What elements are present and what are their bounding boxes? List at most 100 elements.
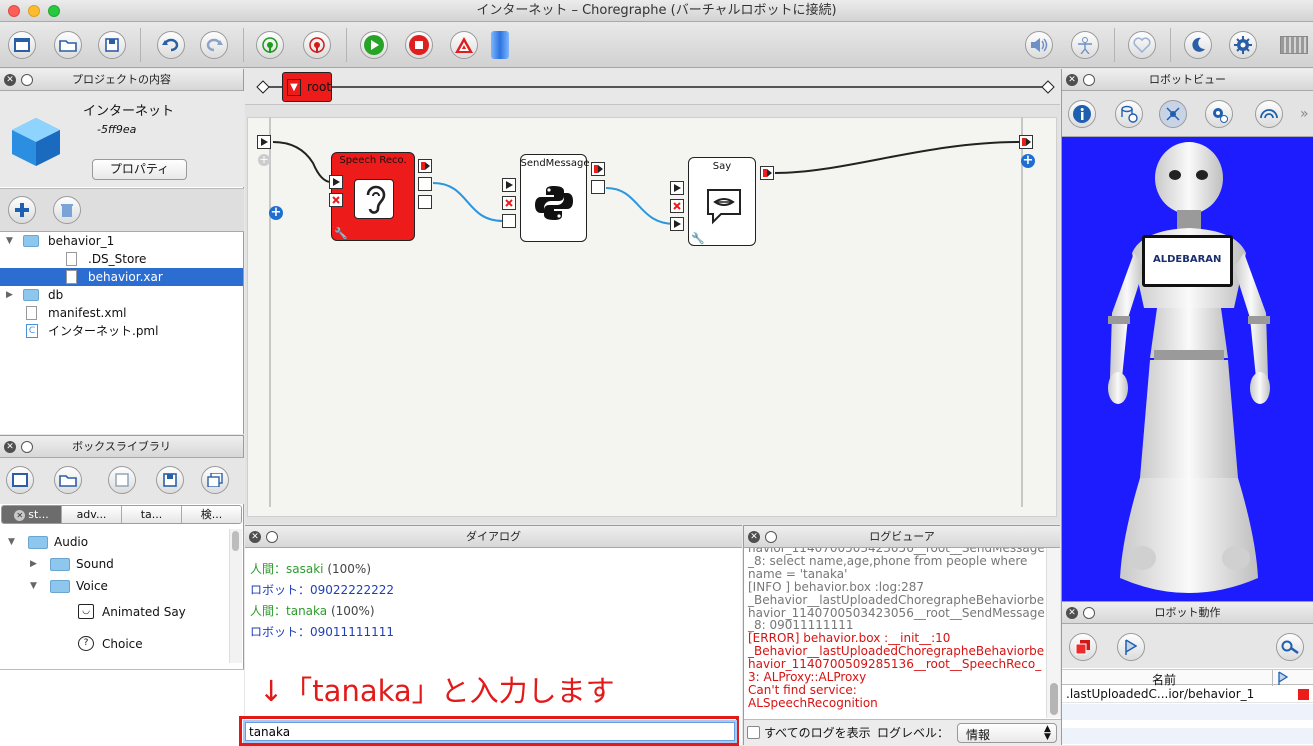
minimize-window-button[interactable] <box>28 5 40 17</box>
send-output-port[interactable] <box>591 180 605 194</box>
behavior-row[interactable]: .lastUploadedC...ior/behavior_1 <box>1062 686 1313 703</box>
add-output-port-icon[interactable]: + <box>1021 153 1035 168</box>
library-scrollbar[interactable] <box>229 529 242 663</box>
project-tree-item[interactable]: ▼behavior_1 <box>0 232 243 250</box>
name-column-header[interactable]: 名前 <box>1152 673 1177 687</box>
trash-icon[interactable] <box>53 196 81 224</box>
close-panel-icon[interactable]: ✕ <box>748 531 760 543</box>
say-box[interactable]: Say 🔧 <box>688 157 756 246</box>
save-as-library-icon[interactable] <box>156 466 184 494</box>
motion-icon[interactable] <box>1071 31 1099 59</box>
save-library-icon[interactable] <box>108 466 136 494</box>
properties-button[interactable]: プロパティ <box>92 159 187 180</box>
project-tree-item[interactable]: manifest.xml <box>0 304 243 322</box>
speech-reco-box[interactable]: Speech Reco. 🔧 <box>331 152 415 241</box>
new-library-icon[interactable] <box>6 466 34 494</box>
speech-onStop-port[interactable] <box>329 193 343 207</box>
add-file-button[interactable] <box>8 196 36 224</box>
sensor-icon[interactable] <box>1159 100 1187 128</box>
behavior-status-indicator[interactable] <box>1298 689 1309 700</box>
close-panel-icon[interactable]: ✕ <box>1066 607 1078 619</box>
close-tab-icon[interactable]: ✕ <box>14 510 26 521</box>
debug-icon[interactable] <box>450 31 478 59</box>
save-icon[interactable] <box>98 31 126 59</box>
info-icon[interactable] <box>1068 100 1096 128</box>
open-library-icon[interactable] <box>54 466 82 494</box>
play-icon[interactable] <box>360 31 388 59</box>
library-tab[interactable]: 検... <box>181 506 241 523</box>
copy-library-icon[interactable] <box>201 466 229 494</box>
library-tab[interactable]: ta... <box>121 506 181 523</box>
close-window-button[interactable] <box>8 5 20 17</box>
detach-panel-icon[interactable] <box>21 74 33 86</box>
detach-panel-icon[interactable] <box>765 531 777 543</box>
dialog-input[interactable] <box>245 722 735 741</box>
connect-icon[interactable] <box>256 31 284 59</box>
speech-onStopped-port[interactable] <box>418 159 432 173</box>
detach-panel-icon[interactable] <box>21 441 33 453</box>
detach-panel-icon[interactable] <box>266 531 278 543</box>
root-input-port[interactable] <box>257 135 271 149</box>
settings-icon[interactable] <box>1229 31 1257 59</box>
detach-panel-icon[interactable] <box>1083 74 1095 86</box>
project-tree-item[interactable]: behavior.xar <box>0 268 243 286</box>
disclosure-closed-icon[interactable]: ▶ <box>30 559 37 569</box>
show-all-logs-checkbox[interactable] <box>747 726 760 739</box>
stop-icon[interactable] <box>405 31 433 59</box>
disclosure-open-icon[interactable]: ▼ <box>8 537 15 547</box>
library-item[interactable]: ?Choice <box>0 633 228 655</box>
disclosure-open-icon[interactable]: ▼ <box>6 236 13 246</box>
log-level-select[interactable]: 情報 ▲▼ <box>957 723 1057 743</box>
speech-onStart-port[interactable] <box>329 175 343 189</box>
close-panel-icon[interactable]: ✕ <box>249 531 261 543</box>
volume-icon[interactable] <box>1025 31 1053 59</box>
library-item[interactable]: ▼Audio <box>0 531 228 553</box>
zoom-window-button[interactable] <box>48 5 60 17</box>
sleep-icon[interactable] <box>1184 31 1212 59</box>
project-tree-item[interactable]: .DS_Store <box>0 250 243 268</box>
library-item[interactable]: ▶Sound <box>0 553 228 575</box>
add-input-port-icon[interactable]: + <box>269 205 283 220</box>
library-tab[interactable]: ✕st... <box>2 506 61 523</box>
close-panel-icon[interactable]: ✕ <box>4 74 16 86</box>
disclosure-open-icon[interactable]: ▼ <box>30 581 37 591</box>
sonar-icon[interactable] <box>1255 100 1283 128</box>
collision-icon[interactable] <box>1115 100 1143 128</box>
send-message-box[interactable]: SendMessage <box>520 154 590 242</box>
redo-icon[interactable] <box>200 31 228 59</box>
speech-onNothing-port[interactable] <box>418 195 432 209</box>
new-window-icon[interactable] <box>8 31 36 59</box>
search-icon[interactable] <box>1276 633 1304 661</box>
detach-panel-icon[interactable] <box>1083 607 1095 619</box>
undo-icon[interactable] <box>157 31 185 59</box>
add-input-icon[interactable]: + <box>258 153 270 166</box>
send-onStopped-port[interactable] <box>591 162 605 176</box>
flag-column-icon[interactable] <box>1277 671 1289 688</box>
speech-wordRecognized-port[interactable] <box>418 177 432 191</box>
slider-handle[interactable] <box>491 31 509 59</box>
send-onStop-port[interactable] <box>502 196 516 210</box>
say-onStopped-port[interactable] <box>760 166 774 180</box>
flag-icon[interactable] <box>1117 633 1145 661</box>
project-tree-item[interactable]: ▶db <box>0 286 243 304</box>
breadcrumb-root[interactable]: ▼ root <box>282 72 332 102</box>
disconnect-icon[interactable] <box>303 31 331 59</box>
library-tab[interactable]: adv... <box>61 506 121 523</box>
behaviors-icon[interactable] <box>1069 633 1097 661</box>
say-onStart-port[interactable] <box>670 181 684 195</box>
close-panel-icon[interactable]: ✕ <box>4 441 16 453</box>
disclosure-closed-icon[interactable]: ▶ <box>6 290 13 300</box>
library-item[interactable]: ◡Animated Say <box>0 601 228 623</box>
say-onStop-port[interactable] <box>670 199 684 213</box>
library-item[interactable]: ▼Voice <box>0 575 228 597</box>
say-input-port[interactable] <box>670 217 684 231</box>
send-input-port[interactable] <box>502 214 516 228</box>
wrench-icon[interactable]: 🔧 <box>691 232 705 245</box>
wrench-icon[interactable]: 🔧 <box>334 227 348 240</box>
root-output-port[interactable] <box>1019 135 1033 149</box>
open-folder-icon[interactable] <box>54 31 82 59</box>
send-onStart-port[interactable] <box>502 178 516 192</box>
gear-badge-icon[interactable] <box>1205 100 1233 128</box>
overflow-icon[interactable]: » <box>1300 106 1309 122</box>
